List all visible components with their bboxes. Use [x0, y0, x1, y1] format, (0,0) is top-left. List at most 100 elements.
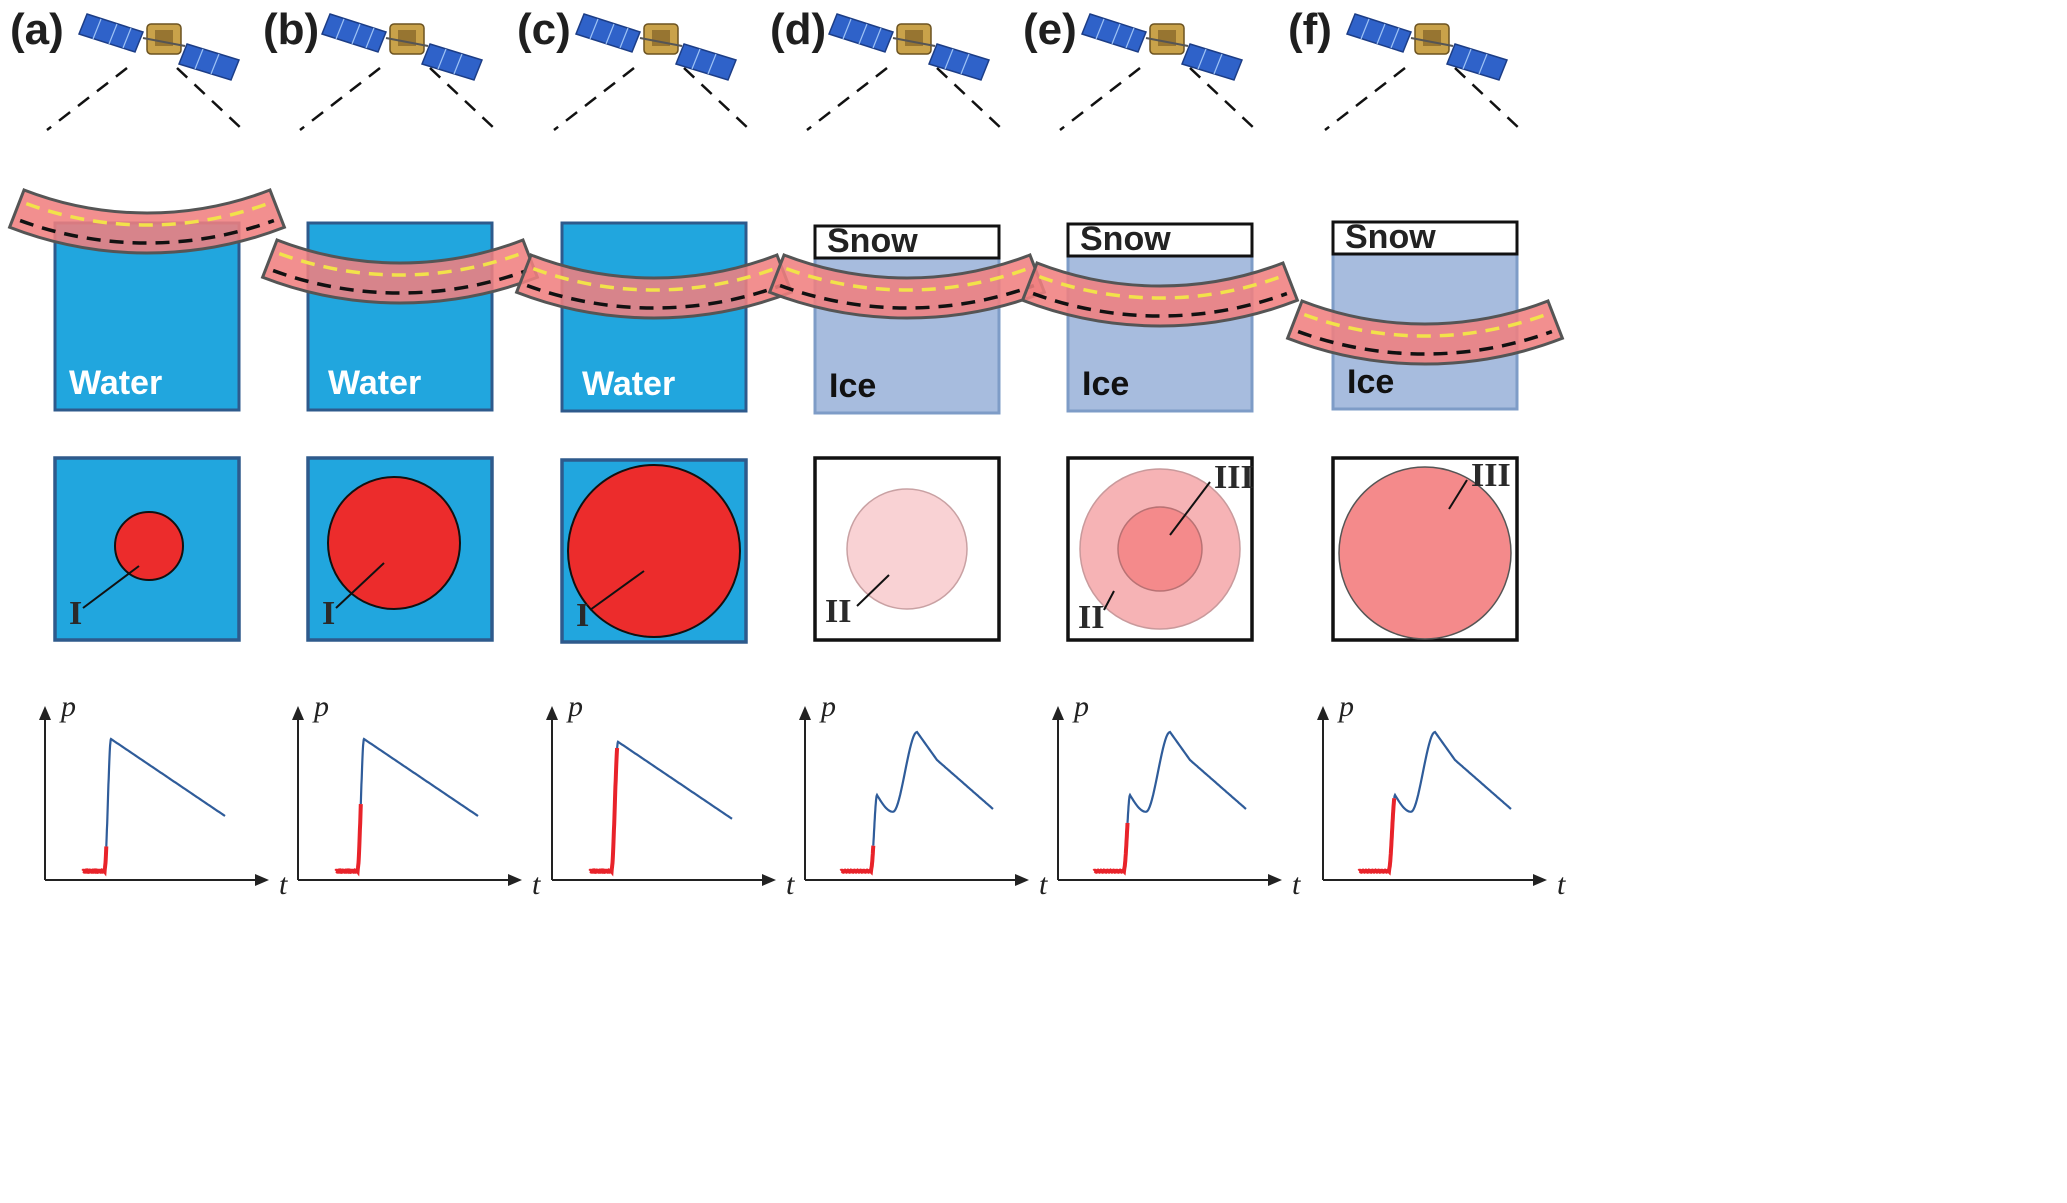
- y-axis-arrow: [1317, 706, 1329, 720]
- solar-panel-left: [575, 13, 641, 53]
- snow-layer: [813, 224, 1001, 260]
- solar-panel-left: [828, 13, 894, 53]
- waveform-leading-edge: [334, 804, 363, 877]
- y-axis-label: p: [1337, 690, 1354, 723]
- y-axis-arrow: [292, 706, 304, 720]
- satellite-icon: [575, 13, 737, 81]
- beam-right: [1454, 67, 1522, 131]
- x-axis-label: t: [1039, 868, 1048, 901]
- waveform-leading-edge: [1357, 797, 1397, 876]
- waveform-trailing-edge: [359, 737, 479, 817]
- x-axis-label: t: [1292, 868, 1301, 901]
- satellite-icon: [321, 13, 483, 81]
- solar-panel-right: [1446, 43, 1508, 81]
- region-label-III: III: [1214, 459, 1254, 496]
- x-axis-label: t: [1557, 868, 1566, 901]
- waveform-leading-edge: [839, 845, 876, 876]
- solar-panel-right: [421, 43, 483, 81]
- beam-right: [176, 67, 244, 131]
- y-axis-label: p: [566, 690, 583, 723]
- y-axis-arrow: [39, 706, 51, 720]
- beam-left: [46, 67, 128, 131]
- black-dashed-line: [1032, 291, 1288, 318]
- y-axis-label: p: [819, 690, 836, 723]
- region-label-II: II: [1078, 599, 1104, 636]
- waveform-trailing-edge: [616, 740, 733, 820]
- medium-label: Water: [328, 364, 421, 402]
- region-III-area: [1117, 506, 1203, 592]
- solar-panel-left: [78, 13, 144, 53]
- waveform-leading-edge: [1092, 822, 1130, 876]
- panel-label: (d): [770, 5, 826, 54]
- medium-label: Water: [582, 365, 675, 403]
- x-axis-label: t: [786, 868, 795, 901]
- region-label: III: [1471, 457, 1511, 494]
- yellow-dashed-line: [278, 252, 522, 277]
- y-axis-arrow: [1052, 706, 1064, 720]
- leader-line: [335, 562, 385, 609]
- y-axis-label: p: [1072, 690, 1089, 723]
- leader-line-II: [1103, 590, 1115, 611]
- waveform-leading-edge: [588, 747, 620, 877]
- illuminated-area: [567, 464, 741, 638]
- region-label: II: [825, 593, 851, 630]
- waveform-leading-edge: [81, 846, 109, 877]
- waveform-trailing-edge: [1393, 730, 1512, 813]
- water-block: [560, 221, 748, 413]
- region-label: I: [69, 595, 82, 632]
- yellow-dashed-line: [785, 267, 1029, 292]
- panel-label: (a): [10, 5, 64, 54]
- panel-label: (b): [263, 5, 319, 54]
- x-axis-arrow: [762, 874, 776, 886]
- beam-left: [1059, 67, 1141, 131]
- beam-left: [806, 67, 888, 131]
- black-dashed-line: [779, 283, 1035, 310]
- x-axis-label: t: [279, 868, 288, 901]
- radar-footprint-band: [1020, 261, 1300, 328]
- medium-label: Ice: [829, 367, 876, 405]
- y-axis-label: p: [312, 690, 329, 723]
- illuminated-area: [114, 511, 184, 581]
- yellow-dashed-line: [1038, 275, 1282, 300]
- beam-right: [683, 67, 751, 131]
- y-axis-label: p: [59, 690, 76, 723]
- satellite-icon: [1346, 13, 1508, 81]
- satellite-icon: [1081, 13, 1243, 81]
- leader-line: [82, 565, 140, 609]
- illuminated-area: [327, 476, 461, 610]
- satellite-icon: [828, 13, 990, 81]
- x-axis-arrow: [255, 874, 269, 886]
- waveform-trailing-edge: [105, 737, 226, 847]
- y-axis-arrow: [546, 706, 558, 720]
- waveform-trailing-edge: [872, 730, 994, 846]
- x-axis-arrow: [1533, 874, 1547, 886]
- black-dashed-line: [1297, 329, 1553, 356]
- solar-panel-left: [1081, 13, 1147, 53]
- satellite-icon: [78, 13, 240, 81]
- solar-panel-right: [178, 43, 240, 81]
- solar-panel-left: [321, 13, 387, 53]
- region-II-area: [846, 488, 968, 610]
- x-axis-arrow: [1268, 874, 1282, 886]
- region-label: I: [576, 597, 589, 634]
- black-dashed-line: [272, 268, 528, 295]
- beam-right: [429, 67, 497, 131]
- x-axis-arrow: [508, 874, 522, 886]
- region-III-area: [1338, 466, 1512, 640]
- snow-layer: [1331, 220, 1519, 256]
- beam-left: [1324, 67, 1406, 131]
- water-block: [306, 221, 494, 412]
- leader-line: [1448, 479, 1468, 510]
- panel-label: (c): [517, 5, 571, 54]
- panel-label: (e): [1023, 5, 1077, 54]
- black-dashed-line: [19, 218, 275, 245]
- medium-label: Ice: [1082, 365, 1129, 403]
- yellow-dashed-line: [1303, 313, 1547, 338]
- solar-panel-left: [1346, 13, 1412, 53]
